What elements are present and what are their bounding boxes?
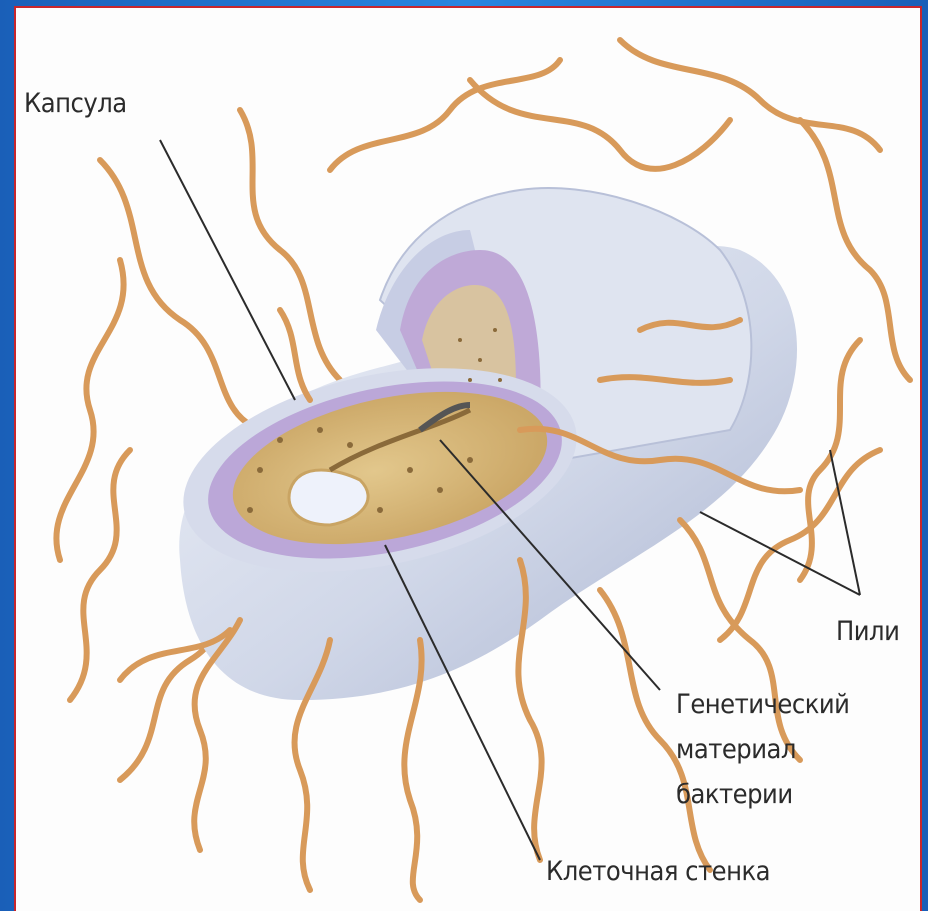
label-pili: Пили [836,616,899,647]
label-cell-wall: Клеточная стенка [546,856,770,887]
label-capsule: Капсула [24,88,127,119]
label-genetic-line1: Генетический [676,682,849,727]
label-genetic-material: Генетический материал бактерии [676,682,849,817]
label-genetic-line2: материал [676,727,849,772]
bacterium-body [165,188,797,700]
label-genetic-line3: бактерии [676,772,849,817]
